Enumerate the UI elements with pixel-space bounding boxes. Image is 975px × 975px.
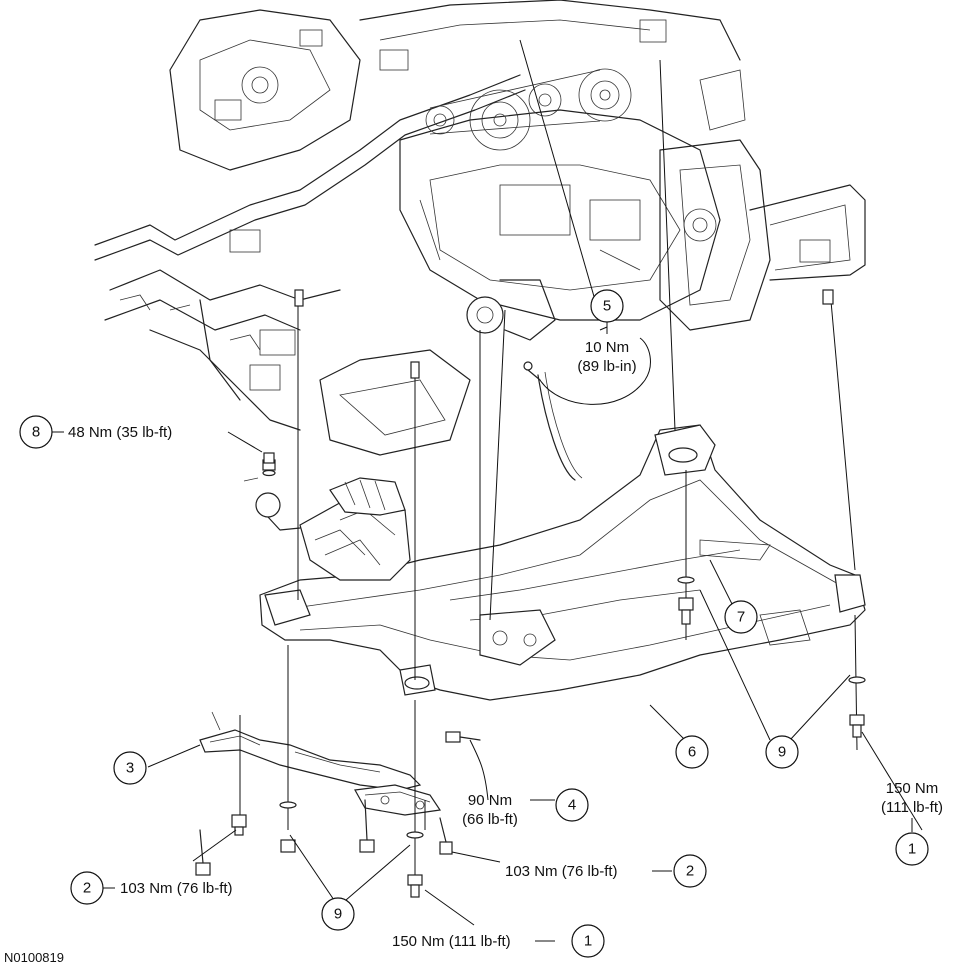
bolt-icon <box>279 801 297 853</box>
callout-number: 9 <box>334 906 342 923</box>
callout-1-right: 150 Nm (111 lb-ft) 1 <box>881 780 943 866</box>
torque-spec: 103 Nm (76 lb-ft) <box>505 863 618 880</box>
callout-number: 6 <box>688 744 696 761</box>
callout-2-right: 103 Nm (76 lb-ft) 2 <box>505 854 707 888</box>
callout-number: 2 <box>83 880 91 897</box>
vehicle-body-drawing <box>94 0 866 481</box>
callout-number: 2 <box>686 863 694 880</box>
callout-2-left: 2 103 Nm (76 lb-ft) <box>70 871 233 905</box>
bolt-icon <box>677 576 695 625</box>
callout-9-right: 9 <box>765 735 799 769</box>
callout-number: 7 <box>737 609 745 626</box>
bolt-icon <box>445 731 481 743</box>
subframe-braces <box>199 711 442 816</box>
bolt-icon <box>195 829 211 876</box>
callout-number: 1 <box>908 841 916 858</box>
callout-number: 5 <box>603 298 611 315</box>
leader-lines <box>147 326 923 942</box>
callout-5: 5 10 Nm (89 lb-in) <box>577 289 637 375</box>
torque-spec-line2: (89 lb-in) <box>577 358 636 375</box>
fasteners <box>195 289 866 898</box>
callout-number: 1 <box>584 933 592 950</box>
callout-number: 3 <box>126 760 134 777</box>
bolt-icon <box>523 361 541 381</box>
bolt-icon <box>848 676 866 738</box>
torque-spec-line2: (66 lb-ft) <box>462 811 518 828</box>
callout-3: 3 <box>113 751 147 785</box>
callout-8: 8 48 Nm (35 lb-ft) <box>19 415 172 449</box>
callout-number: 4 <box>568 797 576 814</box>
callout-7: 7 <box>724 600 758 634</box>
torque-spec-line1: 10 Nm <box>585 339 629 356</box>
torque-spec-line1: 150 Nm <box>886 780 939 797</box>
callout-6: 6 <box>675 735 709 769</box>
bolt-icon <box>359 799 375 853</box>
bolt-icon <box>294 289 304 307</box>
fastener-axis-lines <box>239 39 858 880</box>
bolt-icon <box>231 814 247 836</box>
front-subframe <box>259 424 866 701</box>
torque-spec: 48 Nm (35 lb-ft) <box>68 424 172 441</box>
callout-4: 90 Nm (66 lb-ft) 4 <box>462 788 589 828</box>
torque-spec-line1: 90 Nm <box>468 792 512 809</box>
bolt-icon <box>410 361 420 379</box>
torque-spec: 150 Nm (111 lb-ft) <box>392 933 511 950</box>
torque-spec-line2: (111 lb-ft) <box>881 799 943 816</box>
callout-1-bottom: 150 Nm (111 lb-ft) 1 <box>392 924 605 958</box>
bolt-icon <box>262 452 276 477</box>
callout-number: 9 <box>778 744 786 761</box>
torque-spec: 103 Nm (76 lb-ft) <box>120 880 233 897</box>
callout-number: 8 <box>32 424 40 441</box>
bolt-icon <box>406 831 424 898</box>
bolt-icon <box>822 289 834 305</box>
figure-id: N0100819 <box>4 950 64 965</box>
bolt-icon <box>439 817 453 855</box>
steering-gear <box>243 459 411 581</box>
callout-9-bottom: 9 <box>321 897 355 931</box>
